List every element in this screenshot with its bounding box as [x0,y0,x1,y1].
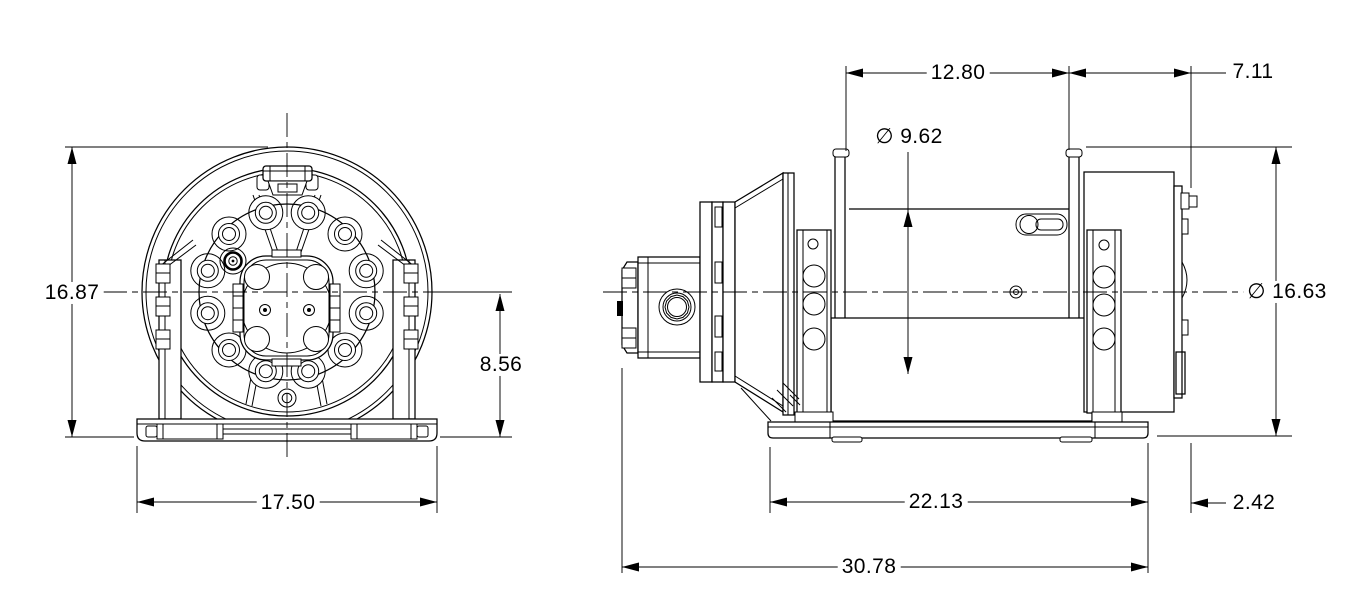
dim-end-overhang-label: 2.42 [1228,491,1280,515]
right-drum-flange [1065,148,1083,318]
dim-overall-length-label: 30.78 [837,555,901,579]
frame-side-wall [830,317,1093,422]
dim-drum-length-label: 12.80 [926,61,990,85]
motor-mount-hub [232,249,341,367]
right-side-plate [377,239,419,420]
dim-centerline-to-base-label: 8.56 [475,353,527,377]
cable-anchor-clamp [256,165,319,196]
grease-fitting [219,247,247,275]
side-view-drawing [603,148,1262,443]
left-tie-plate [794,229,834,423]
front-centerlines [103,113,471,457]
dim-base-width-label: 17.50 [256,491,320,515]
left-drum-flange [832,148,850,318]
hatch-lines [771,382,801,413]
cone-drum-support [699,171,795,422]
bolt-circle-bolts [196,201,378,383]
hydraulic-motor [617,256,701,359]
left-side-plate [155,239,197,420]
dim-motor-end-length-label: 7.11 [1228,60,1278,84]
front-base [136,418,438,442]
side-base [767,421,1149,443]
front-view-drawing [103,113,471,457]
dim-flange-diameter-label: ∅ 16.63 [1243,280,1331,304]
dim-drum-diameter-label: ∅ 9.62 [871,125,947,149]
dim-base-length-label: 22.13 [904,490,968,514]
drum-cable-anchor-slot [1015,213,1068,236]
dim-overall-height-label: 16.87 [40,281,104,305]
right-tie-plate [1086,229,1123,423]
